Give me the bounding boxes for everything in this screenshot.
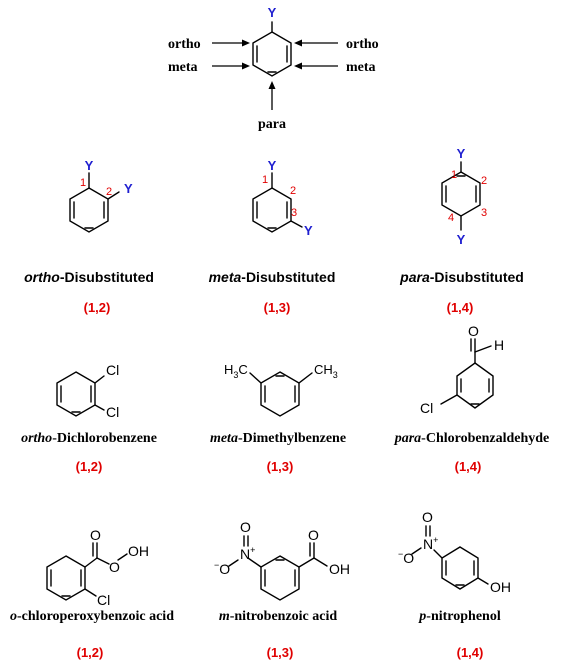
- para-arrow: [268, 81, 276, 110]
- p-nitrophenol-structure: N+ O −O OH: [398, 509, 511, 595]
- o-chloroperoxybenzoic-acid-name: o-chloroperoxybenzoic acid: [10, 609, 174, 624]
- oh-group: OH: [490, 579, 511, 595]
- ortho-right-label: ortho: [346, 37, 379, 52]
- ortho-y2: Y: [124, 181, 133, 196]
- ortho-dichlorobenzene-name: ortho-Dichlorobenzene: [21, 431, 157, 446]
- para-num-3: 3: [481, 207, 487, 219]
- o-atom: O: [240, 519, 251, 535]
- n-atom: N+: [423, 535, 438, 552]
- para-pattern-structure: Y Y 1 2 3 4: [441, 146, 487, 247]
- meta-right-label: meta: [346, 60, 376, 75]
- cl-atom: Cl: [97, 592, 110, 608]
- cl-atom: Cl: [106, 362, 119, 378]
- cl-atom: Cl: [420, 400, 433, 416]
- para-example-code: (1,4): [455, 459, 482, 474]
- para-num-2: 2: [481, 175, 487, 187]
- p-example-code: (1,4): [457, 645, 484, 660]
- oh-group: OH: [329, 561, 350, 577]
- o-atom: O: [468, 323, 479, 339]
- oh-group: OH: [128, 543, 149, 559]
- meta-dimethylbenzene-name: meta-Dimethylbenzene: [210, 431, 346, 446]
- ortho-code: (1,2): [84, 300, 111, 315]
- o-chloroperoxybenzoic-acid-structure: O O OH Cl: [46, 527, 149, 608]
- reference-y-label: Y: [268, 5, 277, 20]
- meta-num-2: 2: [290, 185, 296, 197]
- o-example-code: (1,2): [77, 645, 104, 660]
- ortho-disubstituted-title: ortho-Disubstituted: [24, 269, 154, 285]
- o-atom: O: [90, 527, 101, 543]
- para-chlorobenzaldehyde-structure: O H Cl: [420, 323, 504, 416]
- o-atom: O: [308, 527, 319, 543]
- meta-dimethylbenzene-structure: H3C CH3: [224, 362, 338, 417]
- meta-pattern-structure: Y Y 1 2 3: [252, 158, 313, 238]
- p-nitrophenol-name: p-nitrophenol: [418, 609, 501, 624]
- meta-code: (1,3): [264, 300, 291, 315]
- cl-atom: Cl: [106, 404, 119, 420]
- meta-left-label: meta: [168, 60, 198, 75]
- ortho-num-2: 2: [106, 186, 112, 198]
- o-minus-atom: −O: [214, 560, 230, 577]
- o-atom: O: [422, 509, 433, 525]
- ortho-pattern-structure: Y Y 1 2: [69, 158, 133, 233]
- m-example-code: (1,3): [267, 645, 294, 660]
- para-chlorobenzaldehyde-name: para-Chlorobenzaldehyde: [394, 431, 550, 446]
- h-atom: H: [494, 337, 504, 353]
- para-code: (1,4): [447, 300, 474, 315]
- para-y4: Y: [457, 232, 466, 247]
- o-minus-atom: −O: [398, 549, 414, 566]
- ortho-dichlorobenzene-structure: Cl Cl: [56, 362, 119, 420]
- ortho-left-label: ortho: [168, 37, 201, 52]
- meta-num-3: 3: [291, 207, 297, 219]
- meta-disubstituted-title: meta-Disubstituted: [209, 269, 336, 285]
- meta-y1: Y: [268, 158, 277, 173]
- ortho-left-arrow: [212, 39, 250, 47]
- meta-right-arrow: [294, 62, 338, 70]
- meta-num-1: 1: [262, 174, 268, 186]
- ch3-group: CH3: [314, 362, 338, 380]
- para-num-1: 1: [451, 169, 457, 181]
- ortho-num-1: 1: [80, 177, 86, 189]
- para-label: para: [258, 117, 286, 132]
- m-nitrobenzoic-acid-structure: O OH N+ O −O: [214, 519, 350, 601]
- meta-y3: Y: [304, 223, 313, 238]
- m-nitrobenzoic-acid-name: m-nitrobenzoic acid: [219, 609, 338, 624]
- ortho-right-arrow: [294, 39, 338, 47]
- h3c-group: H3C: [224, 362, 248, 380]
- ortho-example-code: (1,2): [76, 459, 103, 474]
- para-num-4: 4: [448, 212, 454, 224]
- para-y1: Y: [457, 146, 466, 161]
- o-atom: O: [109, 559, 120, 575]
- meta-example-code: (1,3): [267, 459, 294, 474]
- ortho-y1: Y: [85, 158, 94, 173]
- para-disubstituted-title: para-Disubstituted: [399, 269, 524, 285]
- n-atom: N+: [240, 545, 255, 562]
- reference-benzene: Y: [252, 5, 292, 77]
- meta-left-arrow: [212, 62, 250, 70]
